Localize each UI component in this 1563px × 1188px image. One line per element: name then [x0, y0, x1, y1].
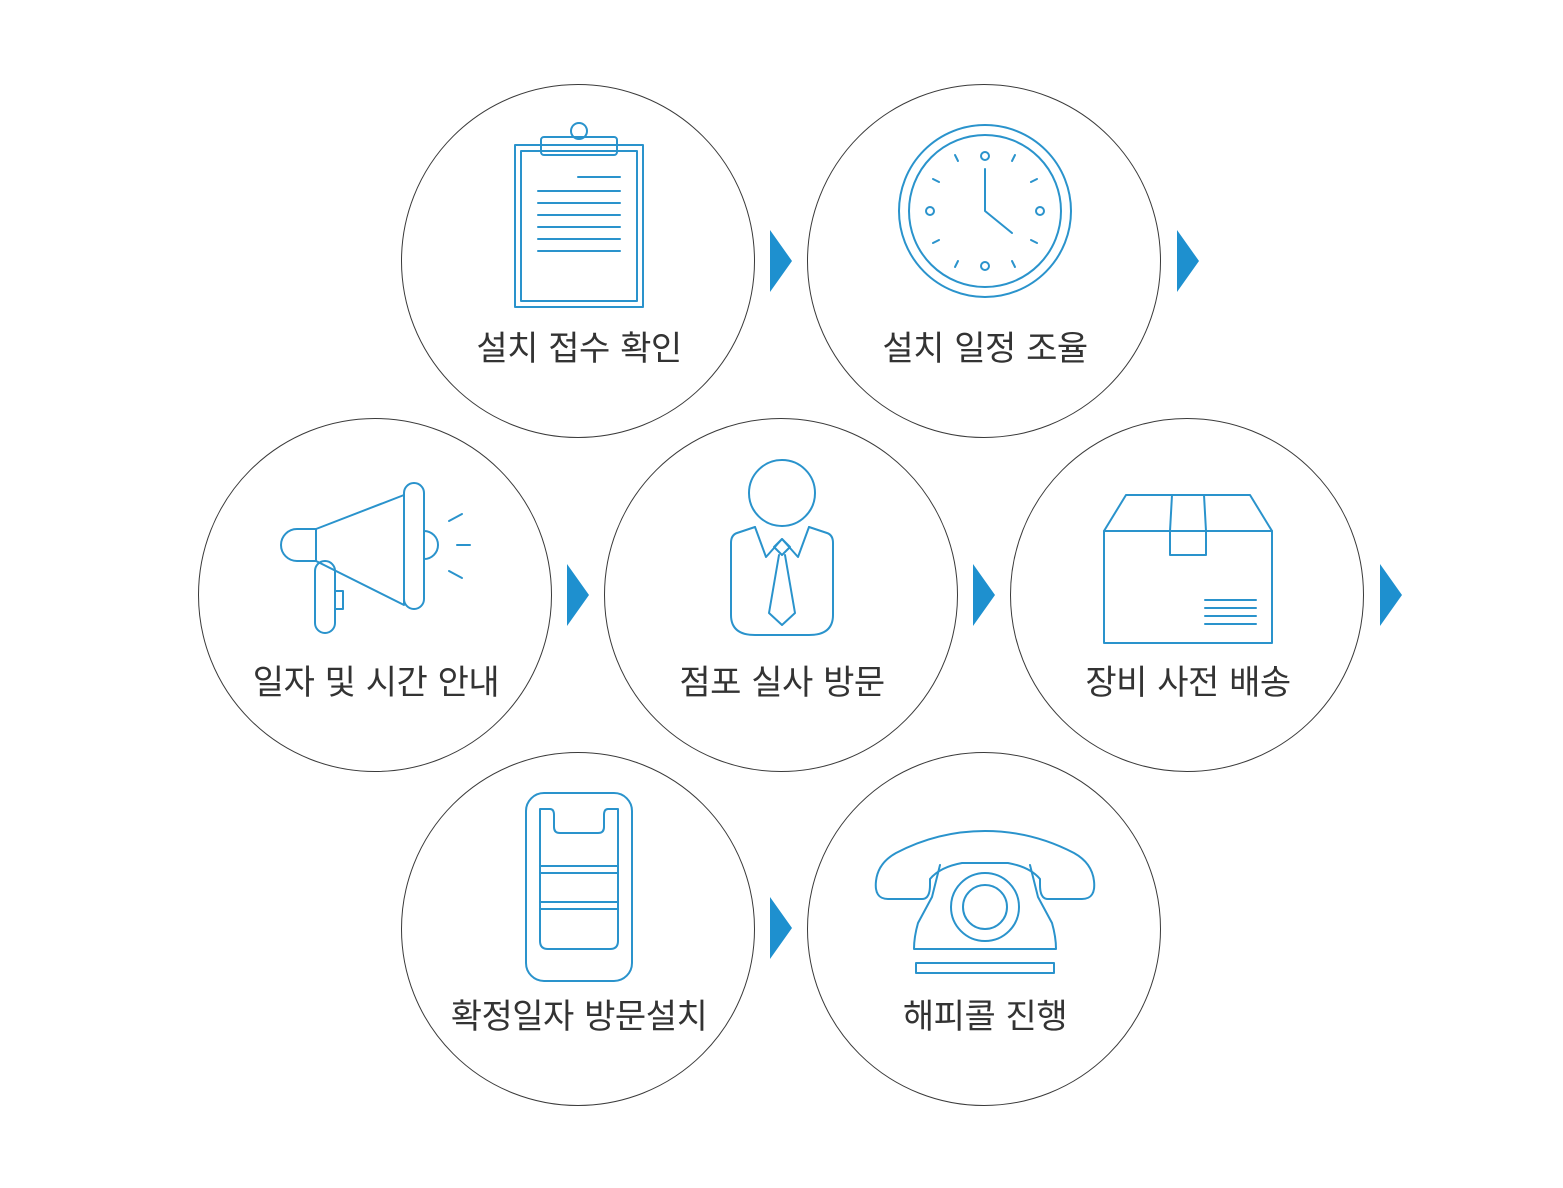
package-box-icon — [1103, 494, 1273, 644]
step-confirmed-install: 확정일자 방문설치 — [401, 752, 755, 1106]
step-label: 해피콜 진행 — [902, 997, 1068, 1037]
step-store-visit: 점포 실사 방문 — [604, 418, 958, 772]
step-label: 일자 및 시간 안내 — [252, 663, 500, 703]
step-label: 설치 접수 확인 — [476, 329, 682, 369]
step-equipment-delivery: 장비 사전 배송 — [1010, 418, 1364, 772]
telephone-icon — [874, 830, 1096, 974]
step-date-time-notice: 일자 및 시간 안내 — [198, 418, 552, 772]
step-schedule-adjust: 설치 일정 조율 — [807, 84, 1161, 438]
card-reader-icon — [525, 792, 633, 982]
arrow-right-icon — [973, 564, 995, 626]
step-happy-call: 해피콜 진행 — [807, 752, 1161, 1106]
step-reception-check: 설치 접수 확인 — [401, 84, 755, 438]
step-label: 확정일자 방문설치 — [450, 997, 708, 1037]
step-label: 장비 사전 배송 — [1085, 663, 1291, 703]
arrow-right-icon — [1380, 564, 1402, 626]
businessman-icon — [730, 459, 834, 636]
arrow-right-icon — [567, 564, 589, 626]
step-label: 설치 일정 조율 — [882, 329, 1088, 369]
step-label: 점포 실사 방문 — [679, 663, 885, 703]
clipboard-icon — [514, 122, 644, 308]
megaphone-icon — [280, 482, 471, 634]
arrow-right-icon — [770, 230, 792, 292]
clock-icon — [898, 124, 1072, 298]
arrow-right-icon — [1177, 230, 1199, 292]
arrow-right-icon — [770, 897, 792, 959]
